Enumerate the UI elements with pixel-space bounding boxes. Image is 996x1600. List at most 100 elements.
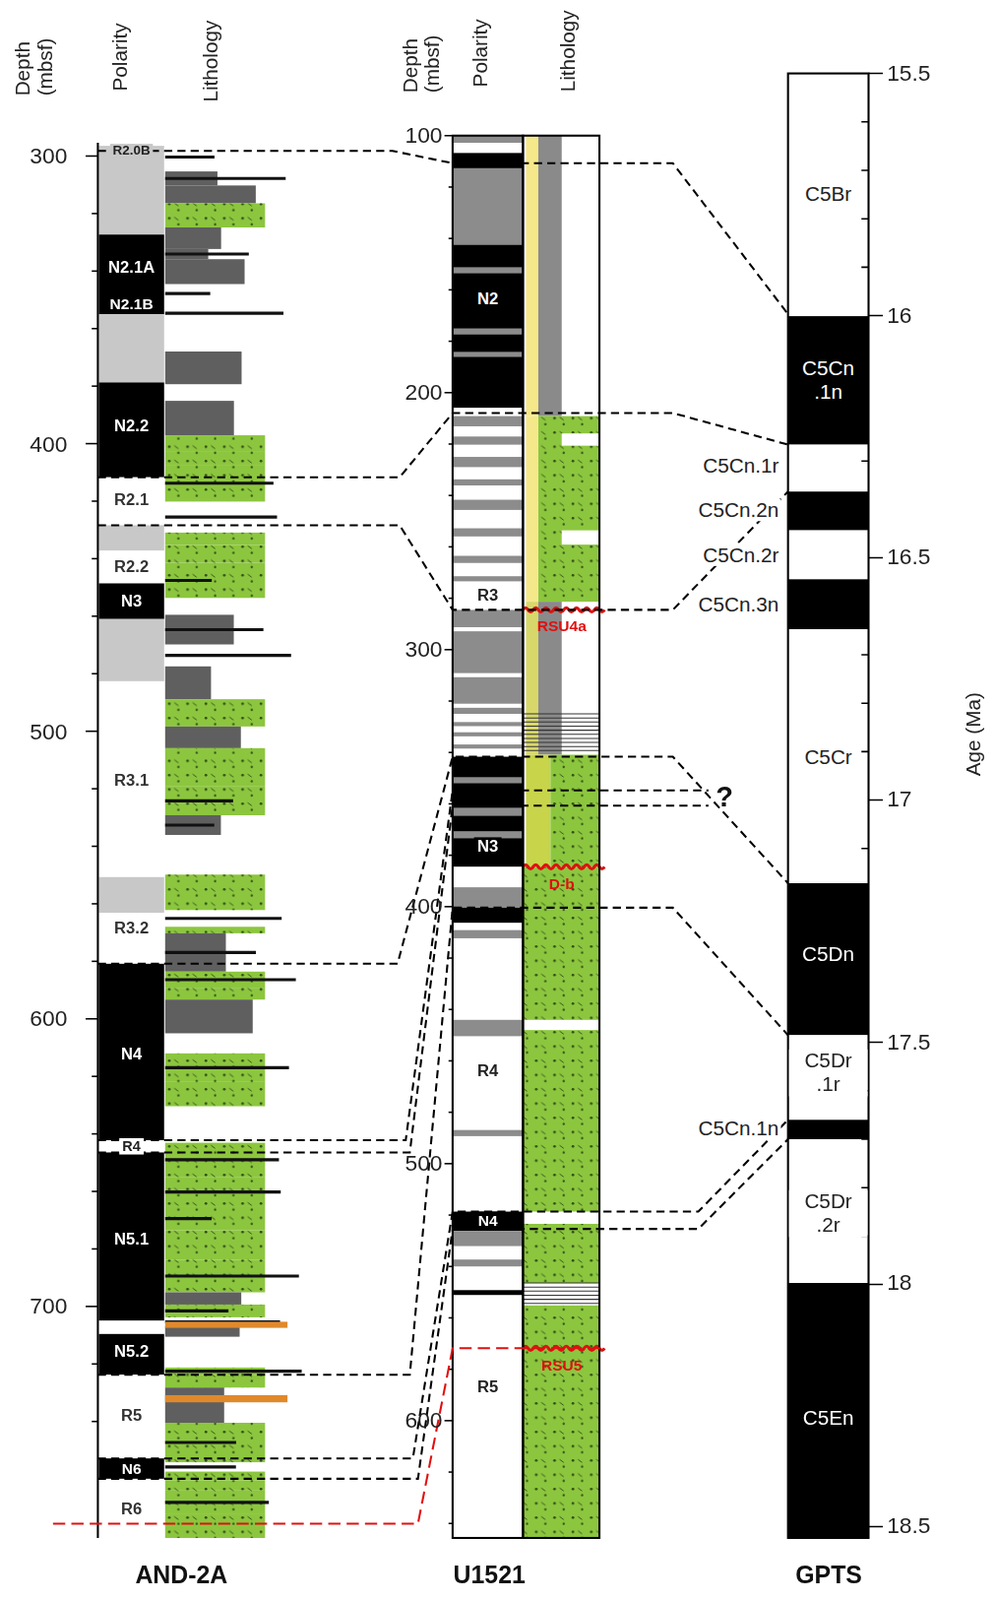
polarity-band [452, 1294, 523, 1538]
zone-label: N2 [474, 289, 501, 309]
polarity-zone: N2 [453, 245, 522, 409]
polarity-band [98, 681, 164, 877]
correlation-line [97, 1138, 788, 1479]
tick [869, 799, 884, 802]
column-outline [522, 135, 600, 1538]
tick [861, 1185, 869, 1188]
tick [91, 1420, 98, 1423]
sand-streak [165, 1440, 237, 1444]
axis-label: 300 [29, 143, 67, 169]
polarity-zone: R3.1 [98, 681, 164, 877]
lamina [522, 1294, 600, 1296]
diamictite-bed [165, 544, 266, 562]
sand-streak [165, 1273, 300, 1277]
volcanic-bed [165, 1320, 288, 1327]
polarity-band [98, 1457, 164, 1479]
polarity-band [452, 479, 523, 486]
polarity-band [452, 922, 523, 1211]
diamictite-bed [165, 1422, 266, 1462]
clast-texture [165, 926, 266, 934]
axis-title: Depth (mbsf) [10, 22, 57, 97]
chron-zone: C5Br [789, 73, 869, 317]
sand-streak [165, 481, 274, 485]
polarity-band [452, 1265, 523, 1290]
chron-band [788, 578, 870, 629]
tick [85, 1305, 98, 1308]
clast-texture [165, 562, 266, 599]
correlation-line [97, 412, 788, 477]
tick [85, 730, 98, 733]
mudstone-bed [165, 227, 222, 249]
tick [91, 270, 98, 273]
lamina [522, 1286, 600, 1288]
axis-title: Lithology [198, 20, 222, 103]
zone-label: R3.1 [111, 770, 152, 790]
sand-streak [165, 627, 264, 631]
clast-texture [165, 698, 266, 727]
polarity-band [452, 1258, 523, 1266]
mudstone-bed [165, 258, 246, 284]
tick [91, 1074, 98, 1077]
diamictite-bed [165, 1206, 266, 1230]
lithology-bed [525, 416, 538, 603]
axis-label: 200 [405, 379, 443, 405]
sand-streak [165, 177, 286, 181]
polarity-band [452, 866, 523, 887]
tick [448, 854, 453, 857]
column-outline [788, 73, 870, 1538]
chron-zone: C5Dr .2r [789, 1138, 869, 1283]
sand-streak [165, 799, 234, 803]
zone-label: R2.2 [111, 557, 152, 576]
tick [91, 1189, 98, 1192]
lithology-bed [550, 753, 600, 867]
mudstone-bed [165, 351, 243, 384]
mudstone-bed [165, 185, 256, 203]
polarity-zone: R5 [98, 1373, 164, 1458]
zone-label: N3 [474, 836, 501, 856]
diamictite-bed [165, 450, 266, 465]
polarity-band [452, 673, 523, 678]
tick [448, 546, 453, 549]
mudstone-bed [165, 1292, 242, 1305]
polarity-band [452, 435, 523, 444]
diamictite-bed [165, 435, 266, 451]
column-title: GPTS [795, 1561, 863, 1589]
tick [85, 442, 98, 445]
depth-axis [96, 142, 99, 1538]
clast-texture [165, 435, 266, 451]
tick [869, 1283, 884, 1286]
axis-label: 18 [886, 1270, 912, 1296]
clast-texture [165, 1513, 266, 1538]
chron-band [788, 491, 870, 530]
zone-label: C5Br [802, 182, 855, 206]
correlation-line [97, 805, 708, 1152]
zone-label: C5Dr .1r [789, 1049, 869, 1097]
axis-label: C5Cn.1n [696, 1116, 782, 1139]
axis-label: 17.5 [886, 1029, 931, 1055]
polarity-band [452, 142, 523, 153]
tick [861, 993, 869, 996]
clast-texture [165, 1422, 266, 1462]
polarity-zone: R2.0B [98, 140, 164, 161]
lamina [522, 1298, 600, 1300]
sand-streak [165, 1189, 281, 1193]
tick [861, 653, 869, 656]
lamina [522, 749, 600, 751]
tick [861, 121, 869, 124]
axis-label: 400 [405, 893, 443, 919]
tick [869, 1525, 884, 1528]
chron-band [788, 444, 870, 493]
diamictite-bed [165, 1081, 266, 1107]
polarity-band [452, 713, 523, 757]
sand-streak [165, 977, 297, 981]
zone-label: C5Dn [799, 941, 858, 966]
tick [861, 459, 869, 462]
lithology-bed [561, 433, 600, 445]
tick [861, 750, 869, 753]
tick [861, 1477, 869, 1480]
sand-streak [165, 252, 249, 256]
zone-label: N2.1B [106, 295, 156, 313]
zone-label: N6 [119, 1459, 145, 1478]
column-outline [452, 135, 523, 1538]
polarity-zone: N4 [98, 963, 164, 1140]
